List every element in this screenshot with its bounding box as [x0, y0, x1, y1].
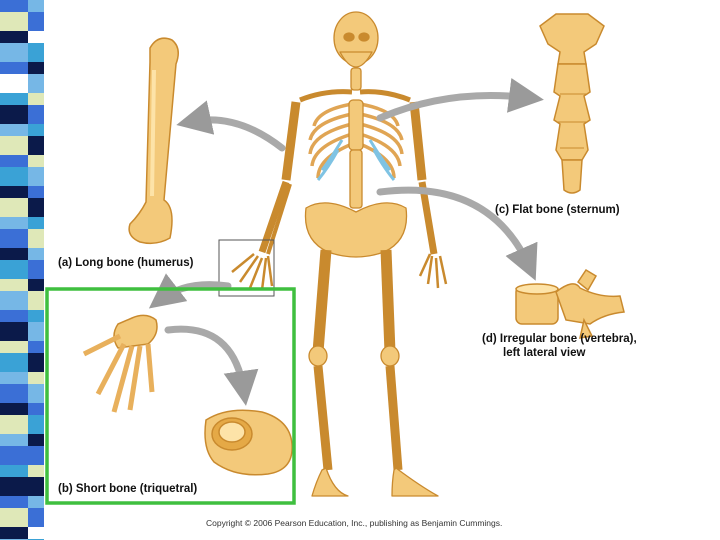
- hand-right: [420, 254, 446, 288]
- tibia-left: [318, 366, 328, 470]
- clavicle-left: [300, 92, 352, 100]
- vertebra-illustration: [516, 270, 624, 338]
- neck-vertebrae: [351, 68, 361, 90]
- jaw: [340, 52, 372, 67]
- label-irregular-bone-view: left lateral view: [503, 347, 585, 359]
- hand-in-skeleton: [232, 254, 272, 290]
- arrow-to-humerus: [190, 120, 282, 148]
- tibia-right: [390, 366, 398, 470]
- triquetral-illustration: [205, 410, 292, 475]
- arrow-to-hand: [160, 285, 228, 300]
- arrow-to-triquetral: [168, 329, 244, 392]
- patella-right: [381, 346, 399, 366]
- humerus-left-arm: [286, 102, 296, 180]
- pelvis: [305, 203, 406, 257]
- clavicle-right: [360, 92, 410, 100]
- spine: [350, 150, 362, 208]
- humerus-illustration: [129, 38, 178, 243]
- label-short-bone: (b) Short bone (triquetral): [58, 483, 197, 495]
- label-flat-bone: (c) Flat bone (sternum): [495, 204, 620, 216]
- femur-left: [318, 250, 326, 352]
- femur-right: [386, 250, 390, 352]
- hand-illustration: [84, 315, 157, 412]
- humerus-right-arm: [414, 102, 422, 180]
- copyright-notice: Copyright © 2006 Pearson Education, Inc.…: [206, 518, 502, 528]
- label-irregular-bone: (d) Irregular bone (vertebra),: [482, 333, 637, 345]
- patella-left: [309, 346, 327, 366]
- sternum-illustration: [540, 14, 604, 193]
- label-long-bone: (a) Long bone (humerus): [58, 257, 193, 269]
- sternum-in-skeleton: [349, 100, 363, 150]
